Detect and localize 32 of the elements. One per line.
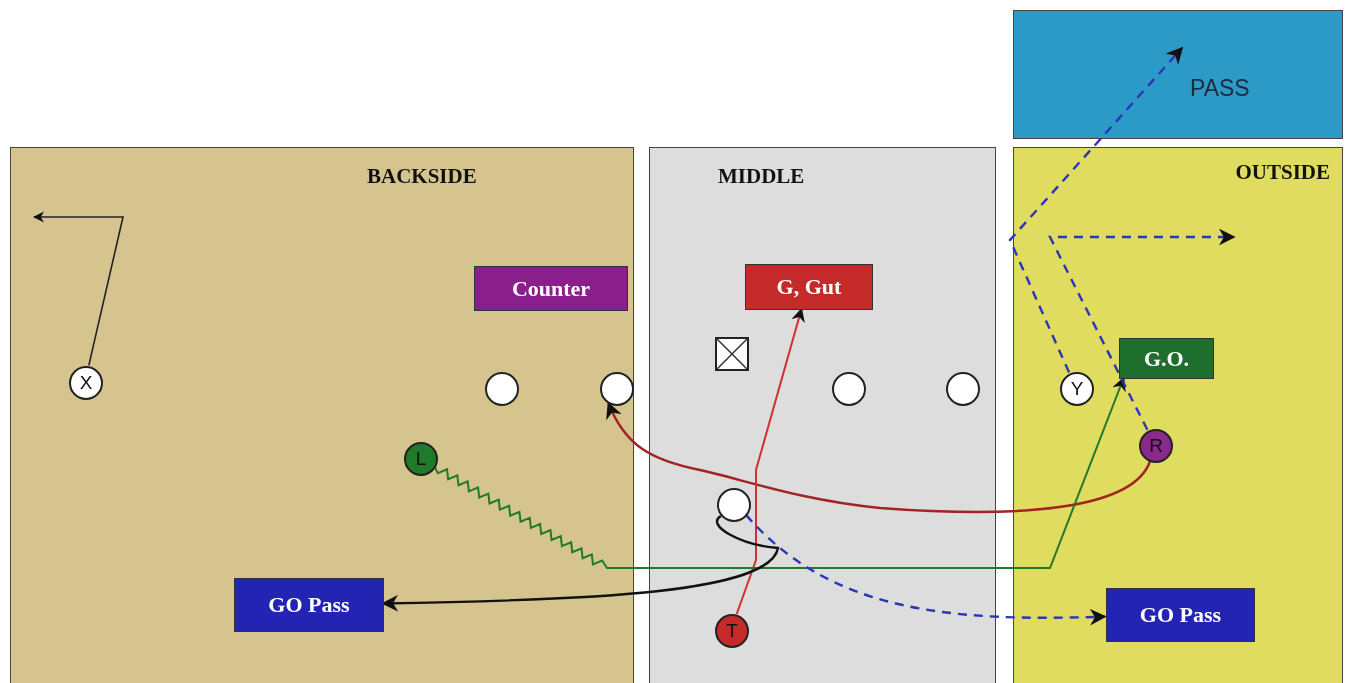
player-circle: T bbox=[715, 614, 749, 648]
field-zone bbox=[1013, 147, 1343, 683]
pass-zone bbox=[1013, 10, 1343, 139]
route-arrow bbox=[32, 211, 124, 367]
player-circle bbox=[485, 372, 519, 406]
field-zone bbox=[10, 147, 634, 683]
player-circle: R bbox=[1139, 429, 1173, 463]
play-label: GO Pass bbox=[1106, 588, 1255, 642]
zone-heading: BACKSIDE bbox=[367, 164, 477, 189]
player-circle: L bbox=[404, 442, 438, 476]
route-arrow bbox=[606, 401, 1152, 514]
route-arrow bbox=[1048, 228, 1236, 431]
center-square bbox=[715, 337, 749, 371]
player-circle bbox=[717, 488, 751, 522]
route-arrow bbox=[1008, 46, 1184, 373]
route-arrow bbox=[745, 514, 1107, 626]
zone-heading: OUTSIDE bbox=[1235, 160, 1330, 185]
field-zone bbox=[649, 147, 996, 683]
zone-heading: MIDDLE bbox=[718, 164, 805, 189]
zone-label: PASS bbox=[1190, 75, 1250, 102]
player-circle: Y bbox=[1060, 372, 1094, 406]
player-circle bbox=[600, 372, 634, 406]
play-label: Counter bbox=[474, 266, 628, 311]
play-label: G.O. bbox=[1119, 338, 1214, 379]
play-label: G, Gut bbox=[745, 264, 873, 310]
player-circle: X bbox=[69, 366, 103, 400]
player-circle bbox=[832, 372, 866, 406]
route-arrow bbox=[433, 376, 1126, 569]
player-circle bbox=[946, 372, 980, 406]
route-arrow bbox=[381, 515, 780, 612]
play-label: GO Pass bbox=[234, 578, 384, 632]
route-arrow bbox=[735, 307, 805, 615]
